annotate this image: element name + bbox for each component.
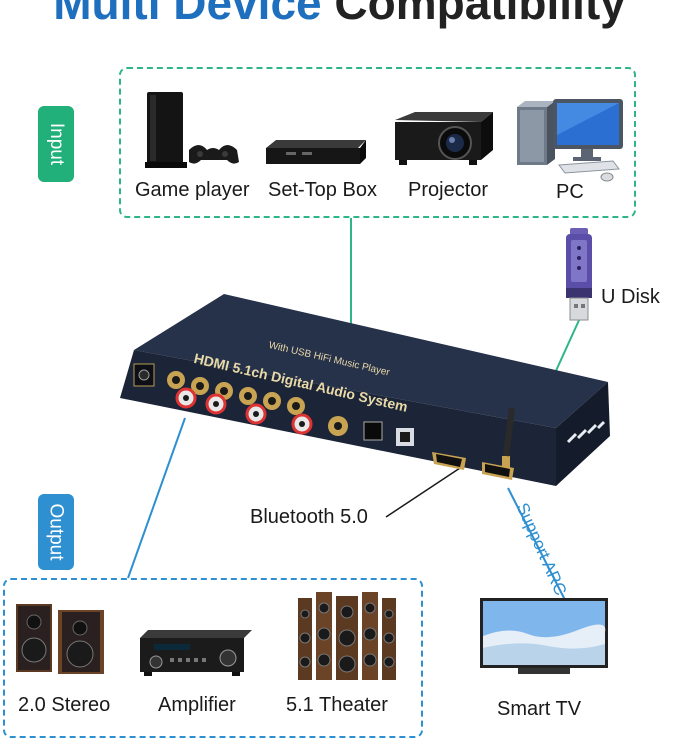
output-tag: Output <box>38 494 74 570</box>
projector-icon <box>395 112 493 165</box>
output-label-smart-tv: Smart TV <box>497 698 582 720</box>
udisk-label: U Disk <box>601 286 660 308</box>
input-label-game-player: Game player <box>135 179 250 201</box>
output-label-stereo: 2.0 Stereo <box>18 694 111 716</box>
output-label-theater: 5.1 Theater <box>286 694 388 716</box>
usb-disk-icon <box>566 228 592 321</box>
amplifier-icon <box>140 630 252 676</box>
input-label-projector: Projector <box>408 179 489 201</box>
input-devices-box <box>119 67 636 218</box>
stereo-speakers-icon <box>16 604 104 674</box>
bluetooth-label: Bluetooth 5.0 <box>250 506 368 528</box>
smart-tv-icon <box>480 598 608 674</box>
audio-decoder-device <box>120 294 610 486</box>
game-console-icon <box>145 92 239 168</box>
output-label-amplifier: Amplifier <box>158 694 236 716</box>
input-label-pc: PC <box>556 181 584 203</box>
input-label-set-top-box: Set-Top Box <box>268 179 377 201</box>
title-part-2: Compatibility <box>334 0 626 29</box>
title-part-1: Multi Device <box>53 0 322 29</box>
set-top-box-icon <box>266 140 366 164</box>
input-tag: Input <box>38 106 74 182</box>
pc-icon <box>517 99 623 182</box>
page-title: Multi Device Compatibility <box>0 0 679 28</box>
theater-speakers-icon <box>298 592 396 680</box>
